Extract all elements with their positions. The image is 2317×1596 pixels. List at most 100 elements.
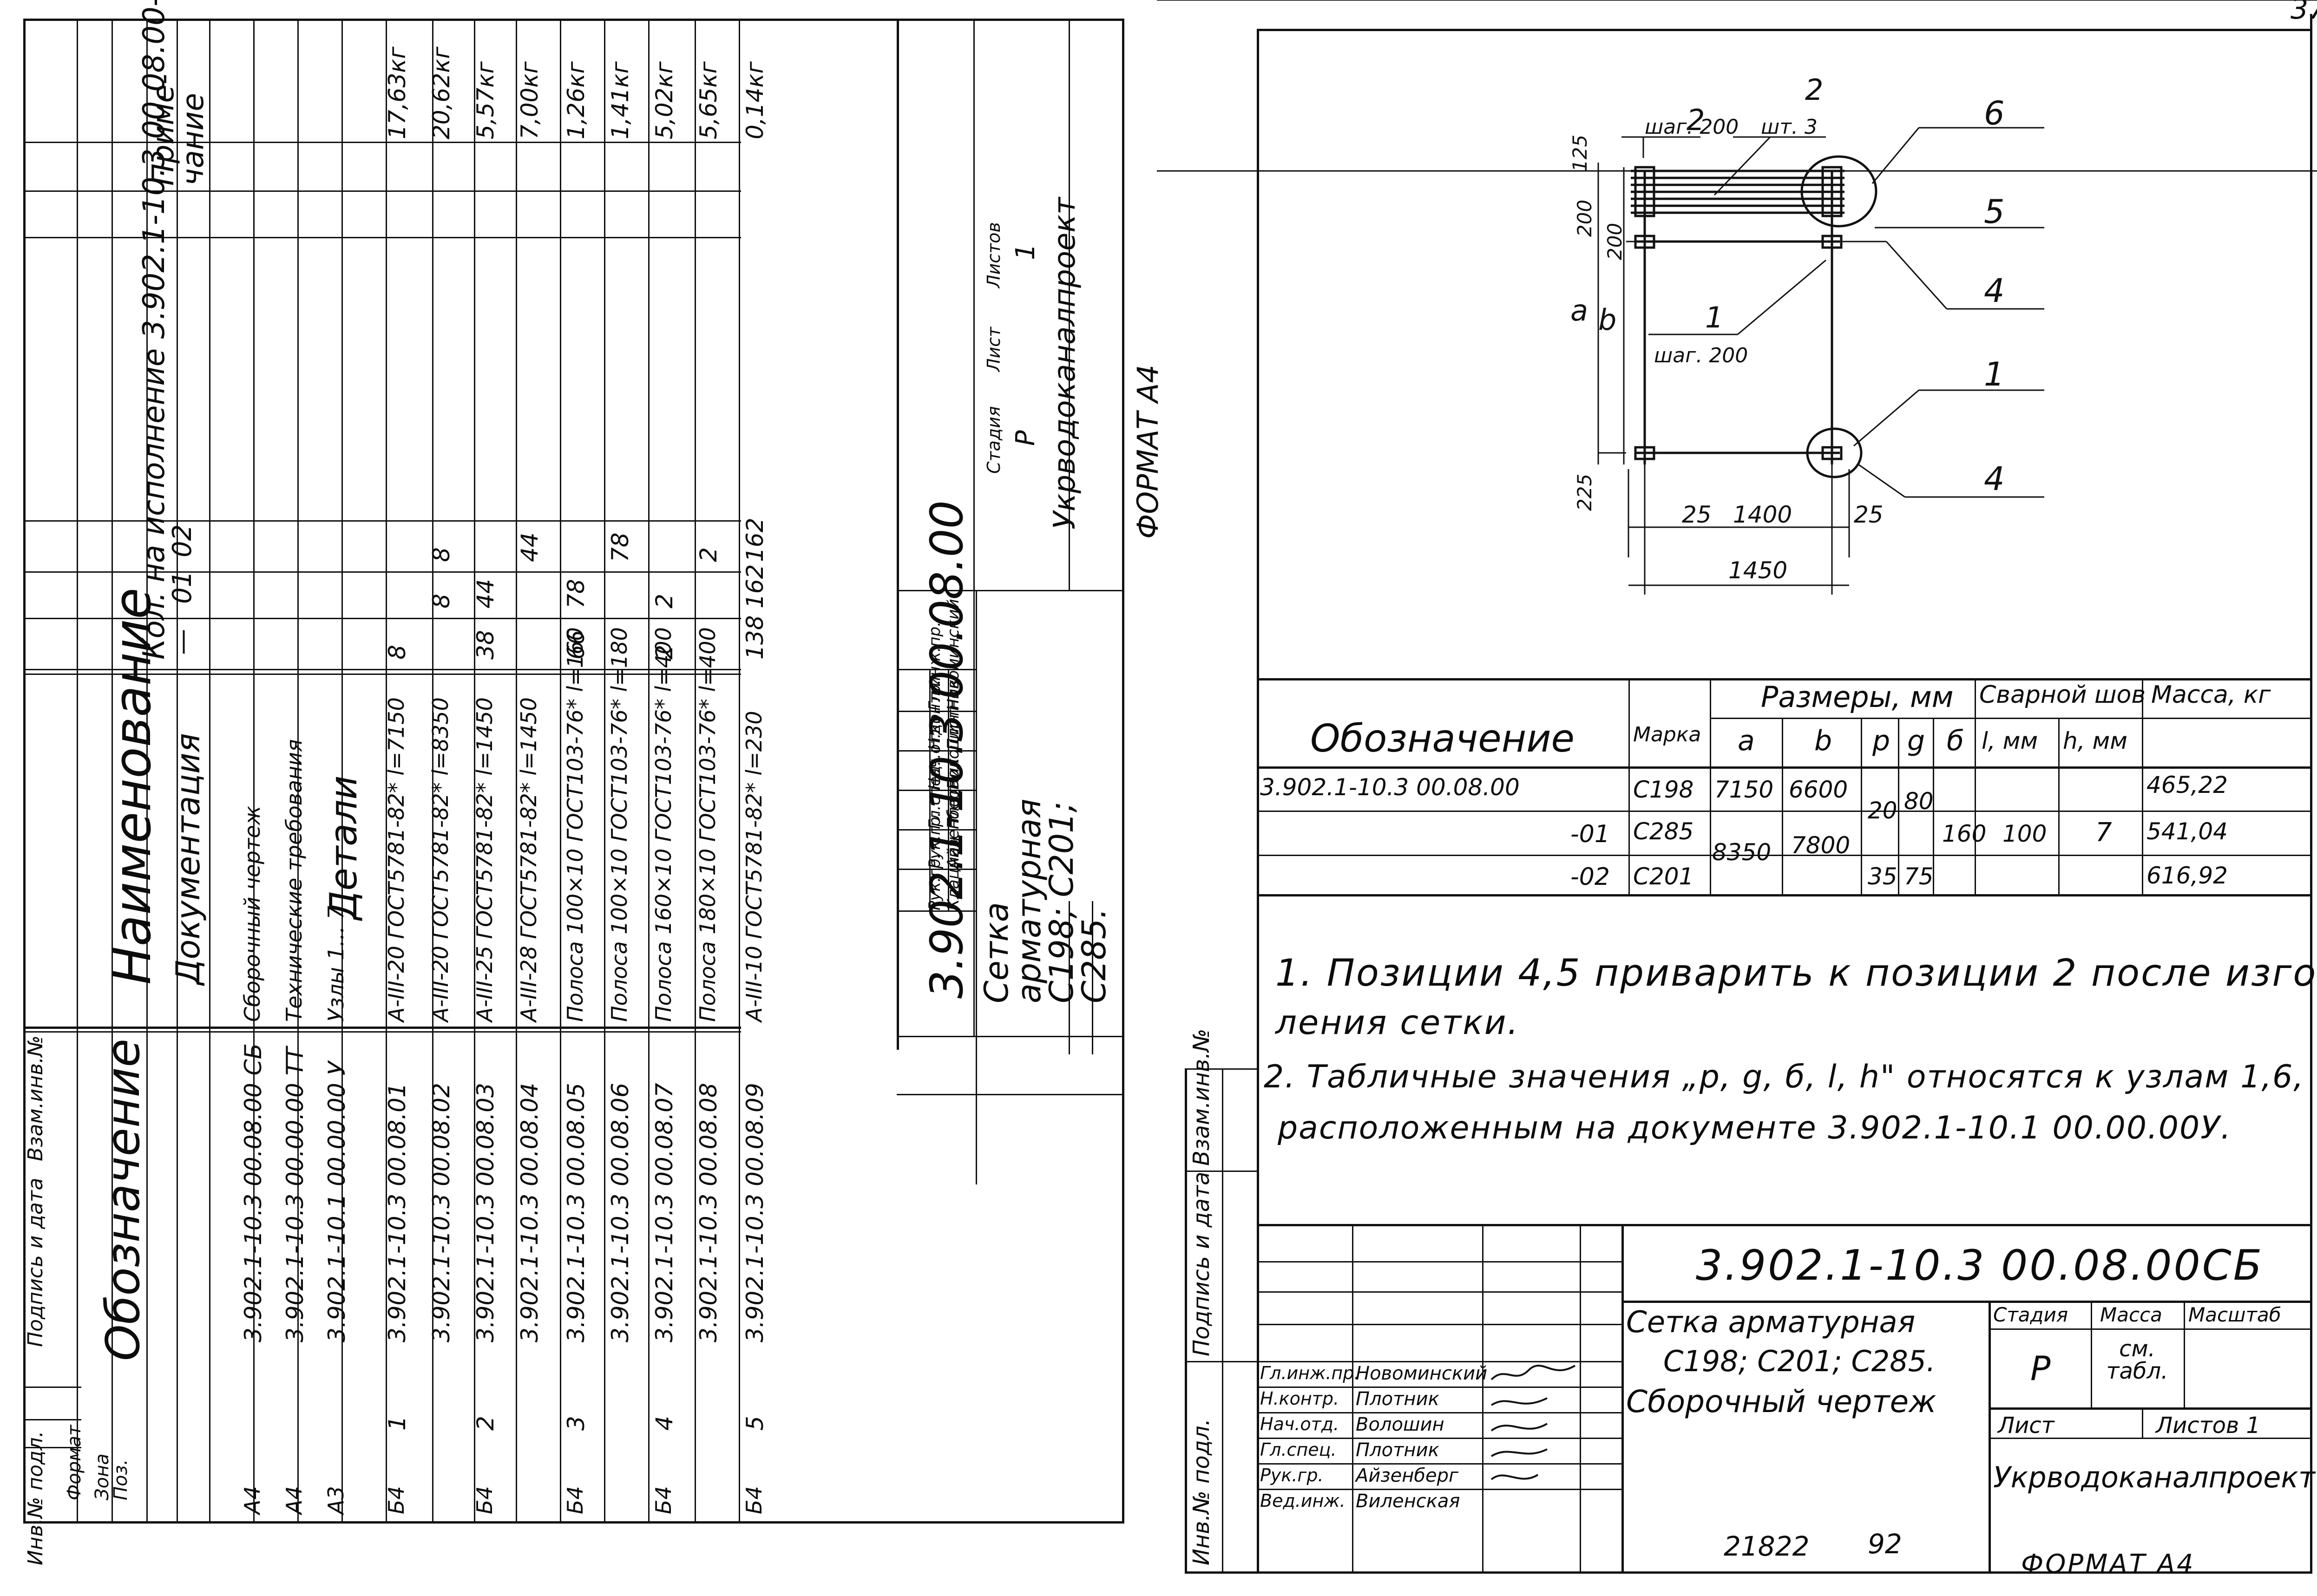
header-format: Формат (64, 1425, 85, 1500)
spec-row-designation-3: 3.902.1-10.3 00.08.01 (384, 1083, 411, 1342)
rule-line (77, 1033, 78, 1524)
footer-inv: 21822 (1724, 1531, 1810, 1562)
row-divider-14 (648, 19, 650, 1524)
role-3: Нач.отд. (1260, 1414, 1339, 1434)
person-3: Волошин (1356, 1414, 1444, 1435)
column-divider-8 (23, 1031, 741, 1033)
spec-person-5: Клацман (944, 837, 963, 910)
rule-line (897, 590, 1124, 591)
tb-row-3 (897, 790, 976, 791)
rule-line (1092, 901, 1093, 1054)
rule-line (897, 19, 899, 1050)
rule-line (948, 669, 949, 910)
spec-row-q0-7: 66 (563, 630, 590, 660)
row-divider-2 (146, 19, 148, 1524)
spec-row-name-0: Сборочный чертеж (240, 805, 265, 1022)
spec-row-q2-8: 78 (607, 532, 634, 562)
header-designation: Обозначение (96, 1039, 150, 1361)
spec-stage-label: Стадия (984, 406, 1004, 474)
dim-1400: 1400 (1733, 501, 1792, 528)
dim-25-left: 25 (1682, 501, 1712, 528)
tb-row-5 (897, 869, 976, 870)
stage-value: Р (2030, 1349, 2051, 1388)
column-divider-3 (23, 520, 741, 522)
spec-row-name-9: Полоса 160×10 ГОСТ103-76* l=400 (651, 627, 676, 1022)
spec-role-5: Рук.гр. (925, 853, 944, 910)
qty-right: шт. 3 (1761, 115, 1818, 139)
spec-row-designation-7: 3.902.1-10.3 00.08.05 (563, 1083, 590, 1342)
section-documentation: Документация (169, 733, 207, 985)
row2-designation: -01 (1570, 820, 1610, 848)
role-1: Гл.инж.пр. (1260, 1363, 1360, 1383)
tb-row-6 (897, 910, 976, 912)
spec-row-name-6: A-III-28 ГОСТ5781-82* l=1450 (516, 697, 541, 1022)
sub-b: b (1814, 725, 1832, 757)
spec-row-pos-3: 1 (384, 1416, 411, 1431)
rule-line (23, 1419, 81, 1420)
spec-title-name: Сетка арматурная С198; С201; С285. (978, 798, 1113, 1003)
spec-row-note-3: 17,63кг (384, 46, 411, 139)
person-6: Виленская (1356, 1491, 1460, 1512)
qty-col-0: — (167, 629, 197, 655)
spec-row-q0-9: 2 (651, 645, 678, 660)
spec-row-pos-9: 4 (651, 1416, 678, 1431)
person-1: Новоминский (1356, 1363, 1488, 1384)
spec-row-q0-11: 138 (742, 615, 768, 660)
spec-row-note-7: 1,26кг (563, 61, 590, 139)
sigma-all: 160 (1942, 820, 1987, 847)
stage-label: Стадия (1993, 1303, 2068, 1326)
spec-row-note-10: 5,65кг (695, 61, 722, 139)
spec-row-format-1: А4 (282, 1486, 307, 1514)
row-divider-11 (516, 19, 517, 1524)
row-divider-12 (560, 19, 561, 1524)
spec-row-format-3: Б4 (384, 1486, 409, 1514)
qty-col-1: 01 (167, 570, 197, 604)
stamp-inv-replace: Взам.инв.№ (24, 1035, 47, 1161)
callout-4-top: 4 (1984, 272, 2005, 310)
spec-organization: Укрводоканалпроект (1048, 197, 1082, 530)
spec-row-note-6: 7,00кг (516, 61, 543, 139)
spec-row-name-2: Узлы 1... 7 (323, 906, 348, 1022)
rule-line (1069, 901, 1070, 1054)
row-divider-4 (209, 19, 210, 1524)
row1-designation: 3.902.1-10.3 00.08.00 (1260, 774, 1520, 801)
row-divider-5 (253, 19, 255, 1524)
column-divider-4 (23, 571, 741, 573)
spec-row-name-4: A-III-20 ГОСТ5781-82* l=8350 (428, 697, 453, 1022)
spec-row-note-5: 5,57кг (472, 61, 499, 139)
spec-row-note-8: 1,41кг (607, 61, 634, 139)
spec-row-name-1: Технические требования (282, 739, 307, 1022)
spec-row-designation-1: 3.902.1-10.3 00.00.00 ТТ (282, 1047, 308, 1342)
spec-row-q2-6: 44 (516, 532, 543, 562)
row-divider-15 (695, 19, 696, 1524)
callout-1: 1 (1984, 355, 2005, 393)
sub-h: h, мм (2063, 727, 2127, 754)
header-zone: Зона (92, 1453, 113, 1500)
stamp-signature-date: Подпись и дата (1188, 1171, 1214, 1356)
rule-line (23, 19, 1124, 21)
footer-format: ФОРМАТ А4 (2021, 1549, 2195, 1579)
rule-line (23, 1387, 81, 1388)
section-details: Детали (322, 775, 365, 920)
row2-b: 7800 (1791, 832, 1851, 859)
signatures (1490, 1365, 1576, 1480)
rule-line (1069, 19, 1070, 590)
scale-label: Масштаб (2188, 1303, 2281, 1326)
sub-p: р (1872, 725, 1890, 757)
mass-value: см. табл. (2106, 1336, 2168, 1384)
spec-row-designation-11: 3.902.1-10.3 00.08.09 (742, 1083, 768, 1342)
qty-col-2: 02 (167, 524, 197, 557)
sheet-label: Лист (1998, 1413, 2054, 1439)
pos-1: 1 (1705, 301, 1723, 334)
callout-6: 6 (1984, 94, 2005, 132)
spec-row-designation-6: 3.902.1-10.3 00.08.04 (516, 1083, 543, 1342)
row-divider-10 (474, 19, 475, 1524)
spec-row-format-5: Б4 (472, 1486, 497, 1514)
row-divider-8 (386, 19, 387, 1524)
p-last: 35 (1868, 863, 1897, 890)
callout-5: 5 (1984, 193, 2005, 231)
person-2: Плотник (1356, 1388, 1439, 1410)
spec-row-format-11: Б4 (742, 1486, 767, 1514)
rule-line (973, 19, 975, 1036)
dim-a: a (1570, 294, 1588, 327)
